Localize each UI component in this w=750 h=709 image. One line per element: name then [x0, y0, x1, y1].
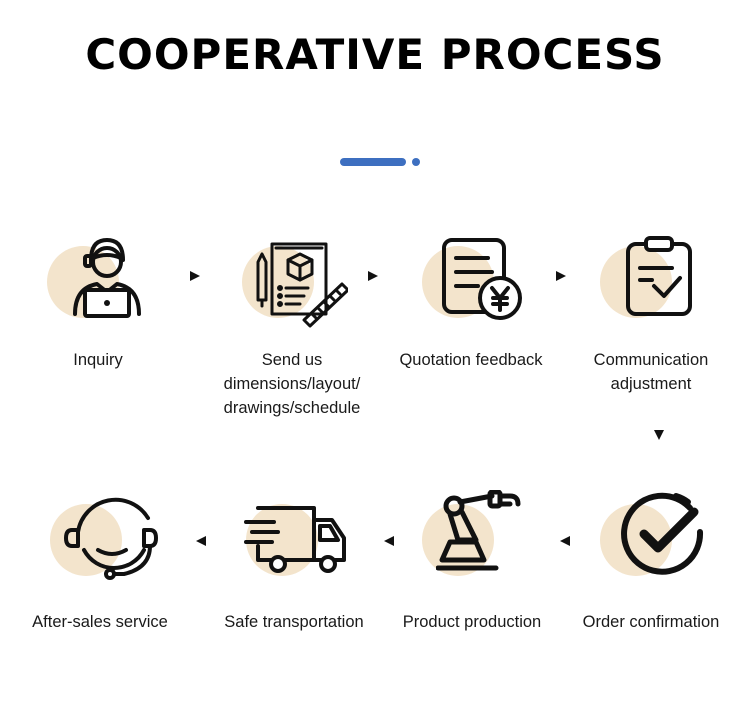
arrow-left-3 — [196, 536, 206, 546]
page-title: COOPERATIVE PROCESS — [85, 30, 665, 79]
step-label-product-production: Product production — [402, 613, 542, 631]
customer-service-laptop-icon — [73, 238, 141, 318]
step-label-communication-adjustment: Communication adjustment — [593, 351, 709, 393]
headset-icon — [64, 497, 158, 580]
arrow-left-1 — [560, 536, 570, 546]
invoice-yen-icon — [442, 238, 522, 320]
step-label-send-us: Send us dimensions/layout/ drawings/sche… — [223, 351, 361, 417]
step-label-order-confirmation: Order confirmation — [582, 613, 720, 631]
check-circle-icon — [621, 492, 704, 575]
arrow-right-3 — [556, 271, 566, 281]
delivery-truck-icon — [244, 506, 346, 573]
arrow-left-2 — [384, 536, 394, 546]
icon-background — [600, 246, 672, 318]
step-label-inquiry: Inquiry — [73, 351, 123, 369]
step-label-after-sales-service: After-sales service — [32, 613, 168, 631]
arrow-right-2 — [368, 271, 378, 281]
package-drawing-ruler-icon — [256, 242, 348, 328]
title-divider-dot — [412, 158, 420, 166]
arrow-down — [654, 430, 664, 440]
title-divider-bar — [340, 158, 406, 166]
step-label-quotation-feedback: Quotation feedback — [399, 351, 543, 369]
step-label-safe-transportation: Safe transportation — [224, 613, 364, 631]
arrow-right-1 — [190, 271, 200, 281]
robot-arm-icon — [436, 490, 521, 571]
clipboard-check-icon — [626, 236, 692, 316]
